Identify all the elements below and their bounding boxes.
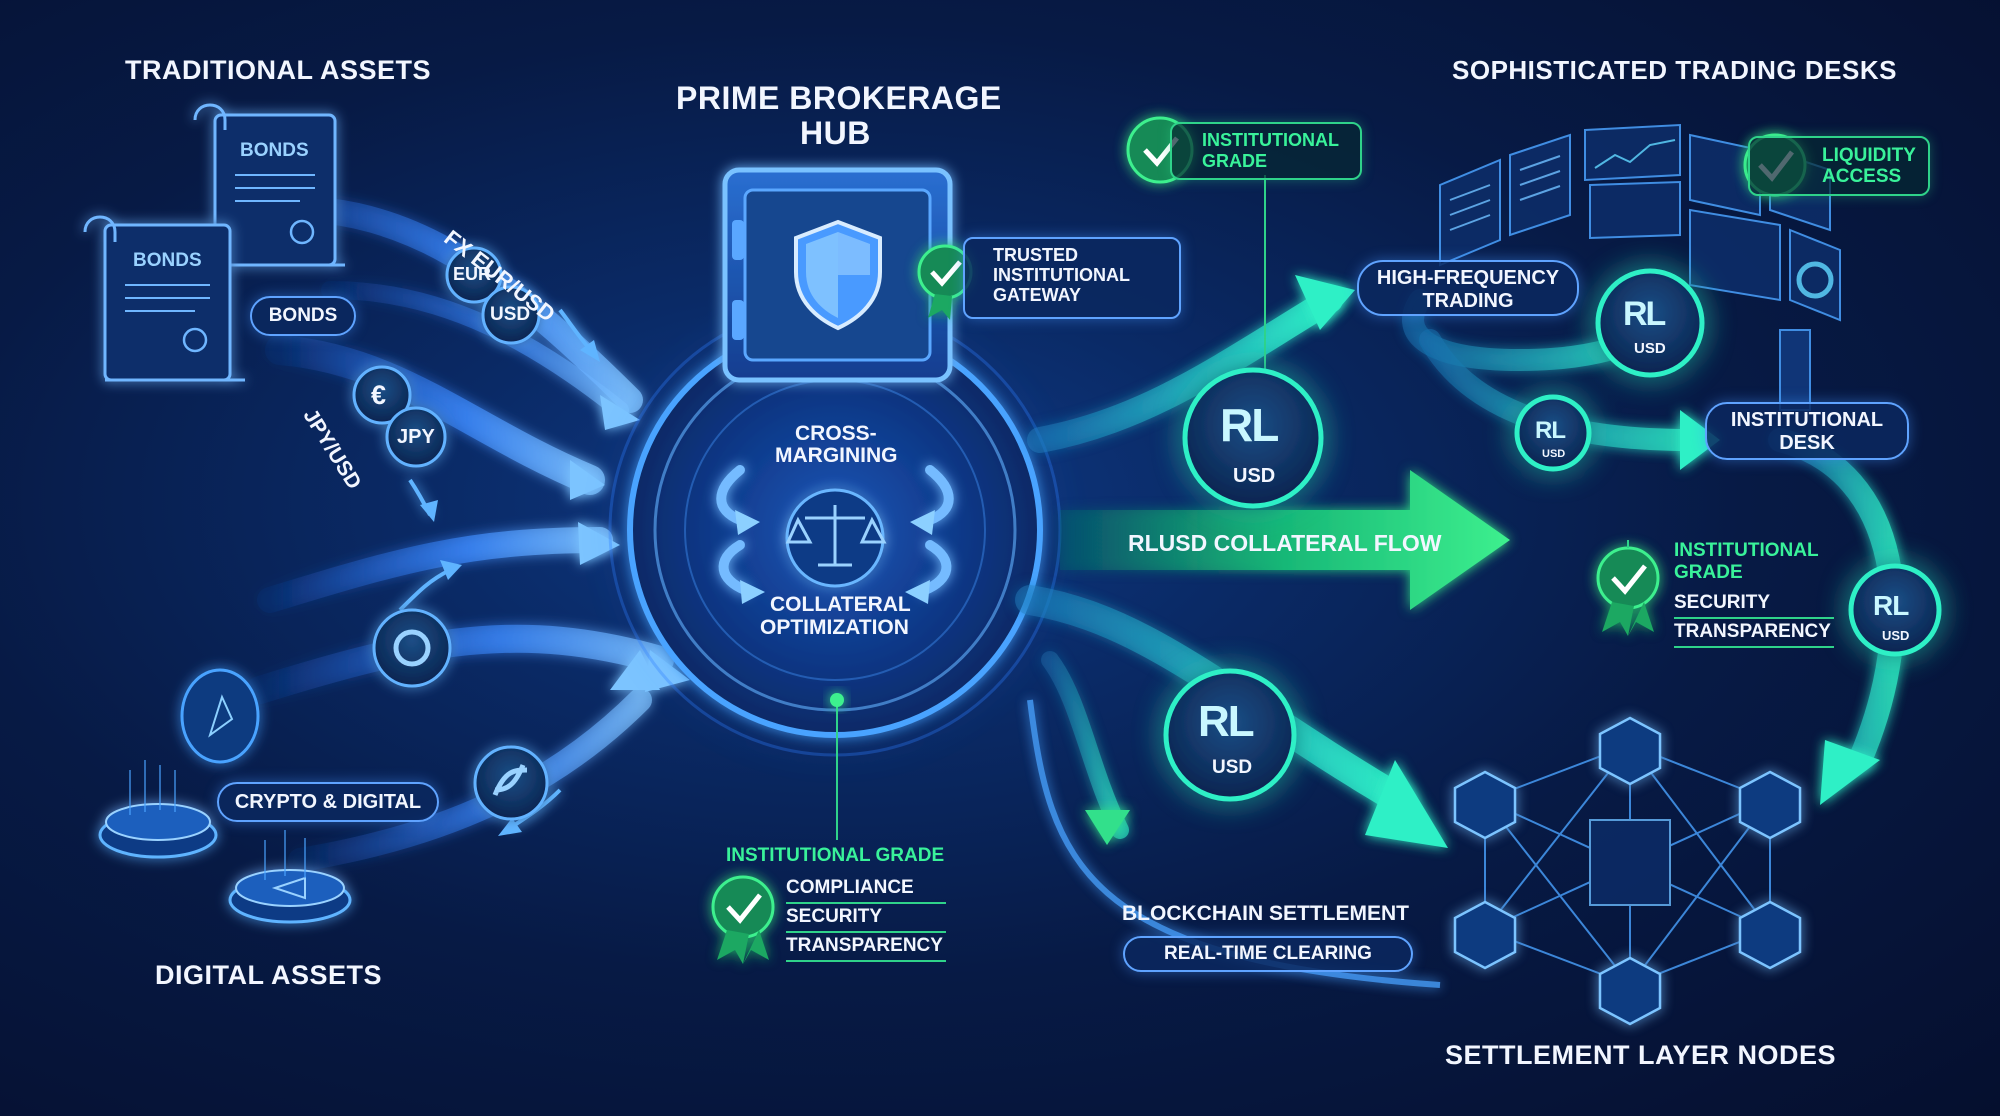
rlusd-coin-right-unit: USD — [1882, 628, 1910, 643]
settlement-nodes-heading: SETTLEMENT LAYER NODES — [1445, 1040, 1837, 1070]
cross-margining-line2: MARGINING — [775, 444, 898, 467]
liquidity-line1: LIQUIDITY — [1822, 145, 1916, 166]
high-frequency-trading-box: HIGH-FREQUENCY TRADING — [1357, 260, 1579, 316]
bonds-doc-label-2: BONDS — [133, 250, 202, 271]
rlusd-coin-right — [1848, 563, 1942, 657]
rlusd-coin-settlement — [1163, 668, 1297, 802]
collateral-line2: OPTIMIZATION — [760, 616, 909, 639]
inst-desk-line2: DESK — [1779, 432, 1835, 454]
digital-assets-heading: DIGITAL ASSETS — [155, 960, 383, 990]
euro-coin-label: € — [371, 380, 387, 410]
hft-line1: HIGH-FREQUENCY — [1376, 267, 1560, 289]
right-badge-title-line1: INSTITUTIONAL — [1674, 540, 1819, 561]
trading-desks-heading: SOPHISTICATED TRADING DESKS — [1452, 55, 1897, 85]
usd-coin-label: USD — [490, 304, 531, 325]
gateway-line2: INSTITUTIONAL — [993, 265, 1130, 285]
usd-coin — [481, 285, 541, 345]
jpy-coin-label: JPY — [397, 426, 435, 448]
eur-coin — [445, 246, 503, 304]
institutional-desk-box: INSTITUTIONAL DESK — [1705, 402, 1909, 460]
hub-badge-item-compliance: COMPLIANCE — [786, 877, 946, 904]
liquidity-access-box: LIQUIDITY ACCESS — [1748, 136, 1930, 196]
scales-icon — [785, 488, 887, 588]
right-badge-title-line2: GRADE — [1674, 562, 1743, 583]
rlusd-coin-small-symbol: RL — [1535, 417, 1566, 444]
liquidity-line2: ACCESS — [1822, 166, 1902, 187]
rlusd-coin-right-symbol: RL — [1873, 590, 1909, 621]
vault-icon — [722, 167, 953, 383]
crypto-coin-1 — [372, 608, 452, 688]
inst-grade-top-line1: INSTITUTIONAL — [1202, 130, 1339, 150]
gateway-line3: GATEWAY — [993, 285, 1082, 305]
jpy-coin — [385, 406, 447, 468]
digital-coin-icon — [180, 668, 260, 764]
hub-badge-title: INSTITUTIONAL GRADE — [726, 845, 945, 866]
inst-desk-line1: INSTITUTIONAL — [1730, 409, 1884, 431]
rlusd-coin-main — [1182, 367, 1324, 509]
eur-coin-label: EUR — [453, 264, 492, 284]
institutional-grade-top-box: INSTITUTIONAL GRADE — [1170, 122, 1362, 180]
rlusd-flow-label: RLUSD COLLATERAL FLOW — [1128, 530, 1442, 556]
rlusd-coin-hft-symbol: RL — [1623, 295, 1666, 333]
bonds-doc-label-1: BONDS — [240, 140, 309, 161]
rlusd-coin-hft-unit: USD — [1634, 340, 1666, 357]
hub-badge-item-transparency: TRANSPARENCY — [786, 935, 946, 962]
hub-badge-item-security: SECURITY — [786, 906, 946, 933]
rlusd-coin-settlement-unit: USD — [1212, 757, 1253, 778]
traditional-assets-heading: TRADITIONAL ASSETS — [125, 55, 432, 85]
hub-title-line1: PRIME BROKERAGE — [676, 80, 1002, 116]
cross-margining-line1: CROSS- — [795, 422, 877, 445]
collateral-line1: COLLATERAL — [770, 593, 911, 616]
inst-grade-top-line2: GRADE — [1202, 151, 1268, 171]
rlusd-coin-main-unit: USD — [1233, 465, 1276, 487]
rlusd-flow-arrow — [1060, 470, 1510, 610]
real-time-clearing-pill: REAL-TIME CLEARING — [1123, 936, 1413, 972]
bonds-pill: BONDS — [250, 296, 356, 336]
settlement-nodes — [1453, 716, 1802, 1026]
hub-title-line2: HUB — [800, 115, 871, 151]
bond-document-icon-2 — [83, 215, 245, 382]
blockchain-settlement-label: BLOCKCHAIN SETTLEMENT — [1122, 902, 1409, 925]
crypto-digital-pill: CRYPTO & DIGITAL — [217, 782, 439, 822]
rlusd-coin-main-symbol: RL — [1220, 399, 1279, 451]
rlusd-coin-settlement-symbol: RL — [1198, 697, 1255, 746]
gateway-line1: TRUSTED — [993, 245, 1078, 265]
right-badge-item-security: SECURITY — [1674, 592, 1834, 619]
hft-line2: TRADING — [1422, 290, 1514, 312]
bond-document-icon — [193, 103, 345, 267]
rlusd-coin-small-unit: USD — [1542, 448, 1566, 460]
rlusd-coin-small — [1514, 394, 1592, 472]
right-badge-item-transparency: TRANSPARENCY — [1674, 621, 1834, 648]
rlusd-coin-hft — [1595, 268, 1705, 378]
trusted-gateway-box: TRUSTED INSTITUTIONAL GATEWAY — [963, 237, 1181, 319]
euro-coin — [352, 365, 412, 425]
